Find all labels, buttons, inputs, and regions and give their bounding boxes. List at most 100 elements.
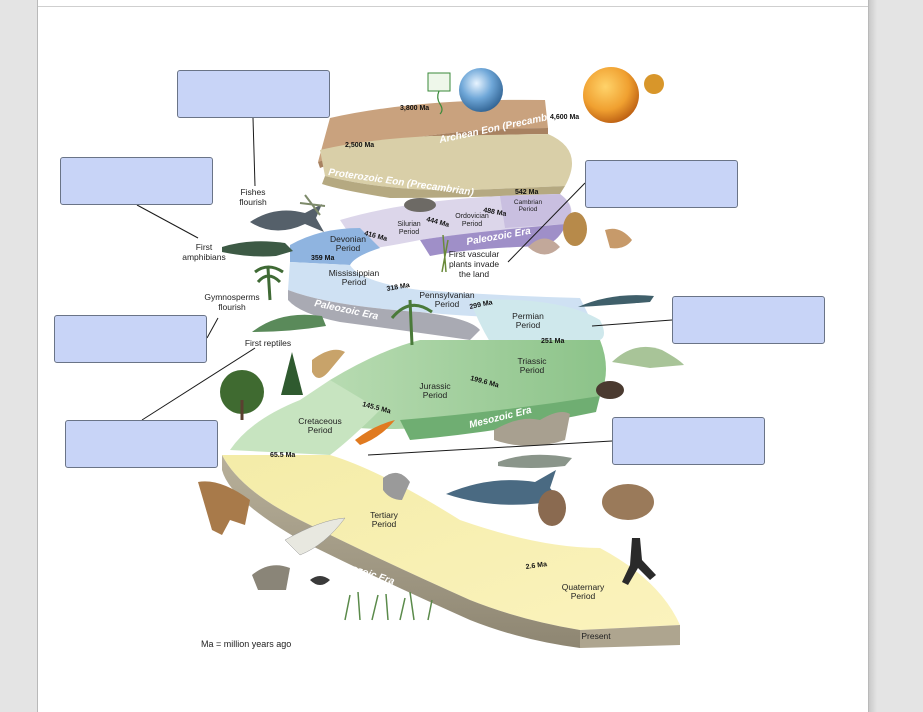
date-488: 488 Ma xyxy=(483,207,507,218)
dragonfly-icon xyxy=(299,194,326,216)
drop-target-amphibians[interactable] xyxy=(60,157,213,205)
period-quaternary-line1: Quaternary xyxy=(562,582,605,592)
period-permian-line1: Permian xyxy=(512,311,544,321)
period-permian-line2: Period xyxy=(516,320,541,330)
reptile-icon xyxy=(252,314,326,332)
date-65: 65.5 Ma xyxy=(270,452,295,459)
panel-shadow xyxy=(869,0,877,712)
band-cretaceous xyxy=(230,380,380,455)
first-cell-icon xyxy=(427,72,451,92)
lemur-icon xyxy=(383,472,410,500)
period-jurassic-line2: Period xyxy=(423,390,448,400)
period-cambrian-line1: Cambrian xyxy=(514,199,543,206)
period-pennsylvanian-line1: Pennsylvanian xyxy=(419,290,475,300)
palm-tree-icon xyxy=(254,265,284,301)
drop-target-cretaceous[interactable] xyxy=(612,417,765,465)
leader-line-reptiles xyxy=(141,347,256,421)
early-reptile-icon xyxy=(578,295,654,307)
leader-line-vascular xyxy=(507,182,586,263)
present-label: Present xyxy=(581,631,611,641)
whale-icon xyxy=(446,470,560,505)
period-devonian-line2: Period xyxy=(336,243,361,253)
leader-line-cretaceous xyxy=(367,440,613,456)
date-299: 299 Ma xyxy=(469,299,493,311)
leader-line-fishes xyxy=(252,117,256,187)
period-ordovician-line1: Ordovician xyxy=(455,213,489,220)
date-318: 318 Ma xyxy=(386,282,410,293)
early-earth-icon xyxy=(459,68,503,112)
band-present xyxy=(580,625,680,648)
annotation-vascular-line1: First vascular xyxy=(449,249,500,259)
annotation-vascular-line3: the land xyxy=(459,269,490,279)
heron-icon xyxy=(284,517,346,556)
panel-top-border xyxy=(38,6,868,7)
band-devonian xyxy=(290,228,380,265)
mammoth-icon xyxy=(602,484,654,520)
annotation-vascular-line2: plants invade xyxy=(449,259,499,269)
period-silurian-line1: Silurian xyxy=(397,221,420,228)
period-cretaceous-line2: Period xyxy=(308,425,333,435)
band-proterozoic-edge xyxy=(322,176,565,198)
conifer-icon xyxy=(281,352,303,395)
period-jurassic-line1: Jurassic xyxy=(419,381,451,391)
bird-icon xyxy=(312,349,345,379)
shell-icon xyxy=(528,238,560,255)
period-triassic-line1: Triassic xyxy=(518,356,548,366)
organism-illustrations xyxy=(198,194,684,621)
carboniferous-tree-icon xyxy=(390,299,433,346)
trilobite-icon xyxy=(563,212,587,246)
date-3800: 3,800 Ma xyxy=(400,105,429,112)
date-359: 359 Ma xyxy=(311,255,334,262)
horse-icon xyxy=(198,481,250,535)
drop-target-gymnosperms[interactable] xyxy=(54,315,207,363)
grass-icon xyxy=(344,591,433,621)
dinosaur-icon xyxy=(494,412,570,446)
wolf-icon xyxy=(252,565,290,590)
period-mississippian-line2: Period xyxy=(342,277,367,287)
drop-target-vascular-plants[interactable] xyxy=(585,160,738,208)
period-pennsylvanian-line2: Period xyxy=(435,299,460,309)
period-cretaceous-line1: Cretaceous xyxy=(298,416,341,426)
band-proterozoic xyxy=(320,134,573,191)
early-earth-illustrations xyxy=(427,67,664,123)
mammal-ancestor-icon xyxy=(596,381,624,399)
early-plant-icon xyxy=(441,234,449,273)
annotation-amphibians-line2: amphibians xyxy=(182,252,225,262)
dimetrodon-icon xyxy=(612,346,684,368)
period-cambrian-line2: Period xyxy=(519,206,538,213)
drop-target-permian[interactable] xyxy=(672,296,825,344)
nautilus-icon xyxy=(404,198,436,212)
moon-icon xyxy=(644,74,664,94)
annotation-fishes-line1: Fishes xyxy=(240,187,265,197)
band-paleozoic-lower-edge xyxy=(288,290,480,340)
cell-flagellum-icon xyxy=(437,90,443,115)
leader-line-permian xyxy=(591,319,673,327)
deciduous-tree-icon xyxy=(220,370,264,414)
drop-target-fishes[interactable] xyxy=(177,70,330,118)
period-triassic-line2: Period xyxy=(520,365,545,375)
period-ordovician-line2: Period xyxy=(462,221,482,228)
fish-icon xyxy=(250,204,324,232)
annotation-fishes-line2: flourish xyxy=(239,197,267,207)
period-quaternary-line2: Period xyxy=(571,591,596,601)
crinoid-icon xyxy=(605,228,632,249)
band-cenozoic-edge xyxy=(222,455,580,648)
date-251: 251 Ma xyxy=(541,338,564,345)
asteroid-icon xyxy=(355,420,395,445)
annotation-reptiles: First reptiles xyxy=(245,338,291,348)
legend-ma: Ma = million years ago xyxy=(201,639,291,649)
band-archean xyxy=(318,99,548,162)
period-mississippian-line1: Mississippian xyxy=(329,268,380,278)
period-devonian-line1: Devonian xyxy=(330,234,366,244)
date-4600: 4,600 Ma xyxy=(550,114,579,121)
ribbon xyxy=(222,99,680,648)
leader-lines xyxy=(136,117,673,456)
date-2500: 2,500 Ma xyxy=(345,142,374,149)
band-cenozoic xyxy=(222,455,680,630)
annotation-amphibians-line1: First xyxy=(196,242,213,252)
annotation-gymnosperms-line1: Gymnosperms xyxy=(204,292,259,302)
leader-line-gymnosperms xyxy=(206,317,219,339)
forming-earth-icon xyxy=(583,67,639,123)
drop-target-reptiles[interactable] xyxy=(65,420,218,468)
